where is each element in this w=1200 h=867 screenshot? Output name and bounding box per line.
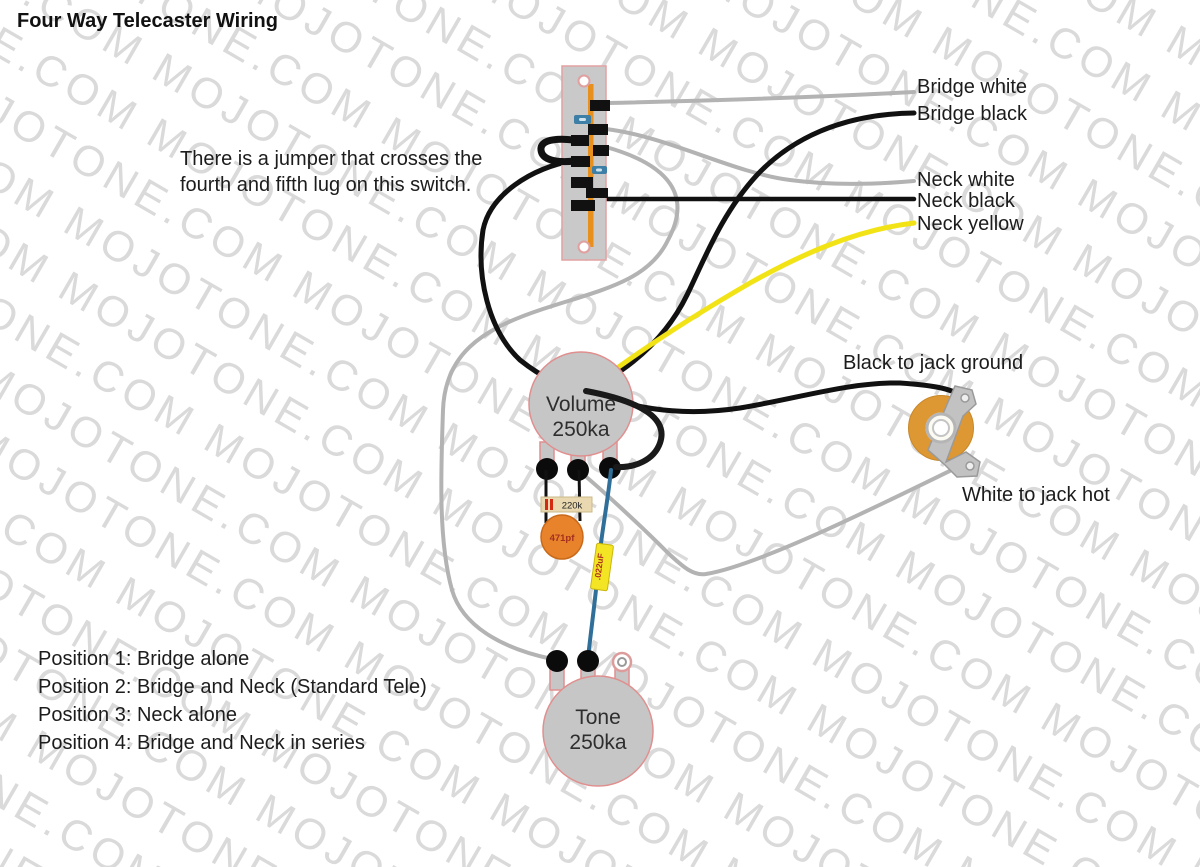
label-bridge-white: Bridge white (917, 76, 1028, 98)
jack-hot-tab-hole (965, 461, 975, 471)
volume-casing-to-lug3-wire (583, 388, 665, 471)
resistor-value: 220k (562, 501, 583, 512)
treble-bleed-resistor: 220k (540, 496, 593, 513)
jack-ground-tab-hole (960, 393, 970, 403)
jumper-note: There is a jumper that crosses the fourt… (180, 146, 482, 198)
label-neck-white: Neck white (917, 169, 1015, 191)
output-jack (908, 385, 981, 478)
label-neck-yellow: Neck yellow (917, 213, 1024, 235)
jumper-note-line1: There is a jumper that crosses the (180, 148, 483, 170)
position-2: Position 2: Bridge and Neck (Standard Te… (38, 676, 427, 698)
switch-lugs (571, 100, 610, 211)
page-title: Four Way Telecaster Wiring (17, 10, 278, 32)
volume-lug-1 (536, 458, 558, 480)
volume-pot-name: Volume (545, 393, 617, 416)
label-jack-hot: White to jack hot (962, 484, 1110, 506)
volume-lug-2 (567, 459, 589, 481)
treble-bleed-lead-right (577, 469, 582, 522)
tone-lug-1 (546, 650, 568, 672)
switch-to-tone-wire (439, 145, 680, 661)
film-capacitor-value: .022uF (592, 553, 606, 581)
switch-jumper-wire (537, 135, 579, 166)
volume-pot-label: Volume 250ka (511, 392, 651, 442)
neck-yellow-wire (587, 220, 917, 391)
jack-ground-wire (583, 380, 965, 415)
film-capacitor: .022uF (590, 542, 614, 592)
position-3: Position 3: Neck alone (38, 704, 238, 726)
volume-pot (528, 351, 634, 481)
tone-pot-name: Tone (575, 706, 621, 729)
jumper-note-line2: fourth and fifth lug on this switch. (180, 174, 472, 196)
switch-screw-bottom (577, 240, 591, 254)
label-neck-black: Neck black (917, 190, 1015, 212)
bridge-black-wire (583, 110, 917, 394)
bridge-white-wire (606, 90, 916, 105)
tone-pot-value: 250ka (569, 731, 627, 754)
switch-screw-top (577, 74, 591, 88)
position-1: Position 1: Bridge alone (38, 648, 250, 670)
disc-capacitor-value: 471pf (550, 533, 576, 544)
volume-to-jack-hot-wire (576, 460, 970, 577)
tone-pot (542, 650, 654, 787)
disc-capacitor (540, 514, 584, 560)
pickup-selector-switch (537, 65, 610, 261)
tone-pot-label: Tone 250ka (528, 705, 668, 755)
volume-lug-3 (599, 457, 621, 479)
position-4: Position 4: Bridge and Neck in series (38, 732, 365, 754)
label-bridge-black: Bridge black (917, 103, 1028, 125)
neck-white-wire (604, 127, 916, 186)
volume-pot-value: 250ka (552, 418, 610, 441)
tone-lug-2 (577, 650, 599, 672)
label-jack-ground: Black to jack ground (843, 352, 1024, 374)
